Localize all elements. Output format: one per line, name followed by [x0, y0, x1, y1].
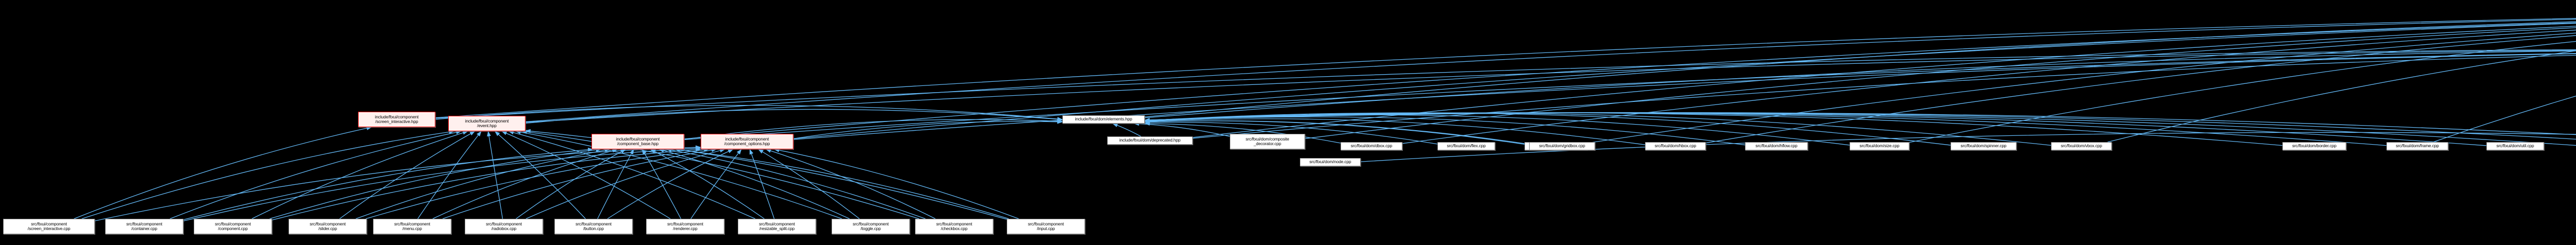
graph-edge — [793, 53, 2576, 140]
graph-edge — [2107, 50, 2576, 143]
graph-node[interactable]: src/ftxui/dom/vbox.cpp — [2051, 142, 2112, 150]
graph-edge — [435, 18, 2576, 118]
graph-edge — [1192, 55, 2576, 139]
graph-edge — [417, 131, 482, 219]
graph-edge — [435, 49, 2576, 119]
edge-group — [74, 18, 2576, 221]
graph-edge — [435, 104, 1063, 121]
graph-node[interactable]: src/ftxui/component /screen_interactive.… — [3, 219, 95, 234]
graph-node[interactable]: src/ftxui/component /renderer.cpp — [646, 219, 724, 234]
graph-edge — [495, 131, 586, 219]
graph-node[interactable]: src/ftxui/component /input.cpp — [1007, 219, 1085, 234]
graph-edge — [607, 149, 734, 219]
graph-edge — [1909, 41, 2576, 143]
graph-edge — [1144, 21, 2576, 117]
graph-edge — [74, 126, 372, 219]
graph-edge — [674, 148, 1009, 219]
graph-edge — [170, 130, 462, 219]
graph-edge — [1587, 32, 2576, 144]
graph-node[interactable]: src/ftxui/dom/dbox.cpp — [1341, 142, 1402, 150]
graph-node[interactable]: src/ftxui/dom/size.cpp — [1850, 142, 1909, 150]
graph-node[interactable]: src/ftxui/component /menu.cpp — [373, 219, 451, 234]
graph-node[interactable]: src/ftxui/dom/gridbox.cpp — [1529, 142, 1595, 150]
graph-edge — [272, 147, 701, 221]
graph-edge — [1144, 112, 2283, 146]
graph-edge — [749, 149, 775, 219]
graph-edge — [183, 147, 594, 220]
graph-edge — [1144, 112, 2387, 146]
graph-edge — [1144, 50, 2576, 118]
graph-edge — [650, 149, 765, 219]
graph-node[interactable]: include/ftxui/component /screen_interact… — [358, 112, 435, 127]
graph-node[interactable]: src/ftxui/component /toggle.cpp — [832, 219, 910, 234]
graph-node[interactable]: src/ftxui/component /button.cpp — [554, 219, 633, 234]
graph-edge — [641, 149, 682, 219]
graph-edge — [765, 149, 936, 219]
graph-node[interactable]: include/ftxui/component /component_base.… — [591, 134, 684, 149]
graph-node[interactable]: src/ftxui/dom/util.cpp — [2486, 142, 2544, 150]
graph-edge — [1144, 112, 2576, 135]
graph-edge — [1133, 121, 1230, 137]
graph-edge — [525, 19, 2576, 122]
graph-node[interactable]: src/ftxui/dom/hbox.cpp — [1645, 142, 1706, 150]
graph-node[interactable]: src/ftxui/component /container.cpp — [105, 219, 183, 234]
graph-edge — [526, 148, 725, 219]
graph-node[interactable]: src/ftxui/dom/spinner.cpp — [1951, 142, 2016, 150]
graph-node[interactable]: src/ftxui/component /component.cpp — [194, 219, 272, 234]
graph-edge — [1144, 118, 1646, 145]
graph-node[interactable]: src/ftxui/component /resizable_split.cpp — [738, 219, 816, 234]
graph-edge — [269, 148, 602, 219]
graph-edge — [684, 53, 2576, 140]
graph-node[interactable]: src/ftxui/component /radiobox.cpp — [465, 219, 543, 234]
graph-edge — [793, 23, 2576, 139]
graph-edge — [1144, 119, 1525, 145]
graph-node[interactable]: src/ftxui/component /checkbox.cpp — [915, 219, 993, 234]
graph-edge — [81, 130, 454, 219]
graph-node[interactable]: include/ftxui/dom/elements.hpp — [1062, 115, 1145, 124]
graph-node[interactable]: src/ftxui/dom/flex.cpp — [1437, 142, 1495, 150]
graph-edge — [487, 131, 503, 219]
graph-node[interactable]: src/ftxui/dom/composite _decorator.cpp — [1230, 134, 1305, 149]
graph-edge — [684, 22, 2576, 139]
graph-edge — [1192, 26, 2576, 138]
graph-edge — [690, 149, 742, 219]
graph-edge — [516, 149, 626, 219]
graph-edge — [1304, 27, 2576, 139]
graph-edge — [251, 131, 468, 219]
graph-edge — [525, 50, 2576, 123]
graph-edge — [758, 149, 860, 219]
graph-edge — [1144, 112, 2487, 146]
graph-node[interactable]: include/ftxui/component /event.hpp — [448, 116, 526, 131]
graph-node[interactable]: src/ftxui/dom/hflow.cpp — [1745, 142, 1808, 150]
graph-edge — [525, 109, 1063, 124]
graph-edge — [1144, 112, 2576, 140]
graph-node[interactable]: include/ftxui/component /component_optio… — [701, 134, 793, 149]
graph-edge — [442, 148, 717, 219]
graph-edge — [2433, 95, 2576, 143]
graph-edge — [94, 145, 701, 221]
graph-edge — [1705, 35, 2576, 144]
graph-edge — [793, 119, 1063, 139]
graph-edge — [658, 148, 850, 219]
graph-edge — [365, 148, 709, 219]
graph-node[interactable]: src/ftxui/dom/node.cpp — [1300, 158, 1361, 166]
graph-node[interactable]: src/ftxui/dom/border.cpp — [2282, 142, 2346, 150]
graph-node[interactable]: src/ftxui/dom/frame.cpp — [2386, 142, 2448, 150]
graph-edge — [1112, 123, 1141, 137]
graph-node[interactable]: src/ftxui/component /slider.cpp — [289, 219, 367, 234]
graph-edge — [1402, 29, 2576, 144]
graph-edge — [1144, 119, 1530, 145]
graph-edge — [597, 149, 634, 219]
graph-edge — [183, 146, 701, 221]
graph-edge — [1144, 112, 2576, 146]
graph-node[interactable]: include/ftxui/dom/deprecated.hpp — [1107, 136, 1193, 145]
graph-edge — [355, 148, 610, 219]
graph-edge — [774, 148, 1019, 219]
graph-edge — [666, 148, 926, 219]
graph-edge — [339, 131, 476, 219]
graph-edge — [432, 148, 618, 219]
